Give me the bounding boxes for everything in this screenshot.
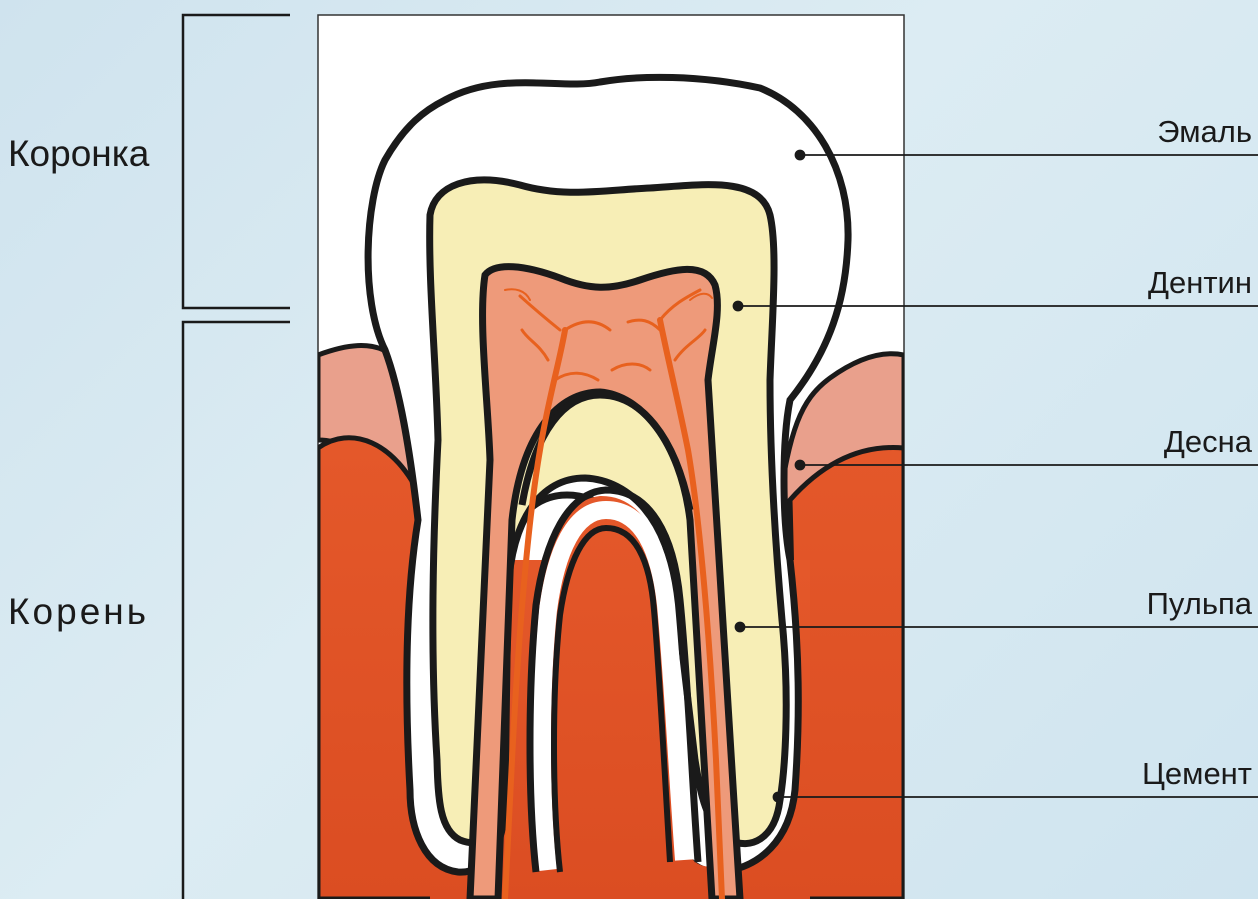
pulp-leader-dot: [736, 623, 745, 632]
root-bracket: [183, 322, 290, 899]
dentin-leader-dot: [734, 302, 743, 311]
enamel-leader-dot: [796, 151, 805, 160]
pulp-label: Пульпа: [1147, 586, 1253, 621]
root-label: Корень: [8, 591, 149, 632]
dentin-label: Дентин: [1148, 265, 1252, 300]
gum-label: Десна: [1164, 424, 1253, 459]
enamel-label: Эмаль: [1157, 114, 1252, 149]
gum-leader-dot: [796, 461, 805, 470]
crown-label: Коронка: [8, 133, 150, 174]
cementum-label: Цемент: [1142, 756, 1252, 791]
cementum-leader-dot: [774, 793, 783, 802]
crown-bracket: [183, 15, 290, 308]
